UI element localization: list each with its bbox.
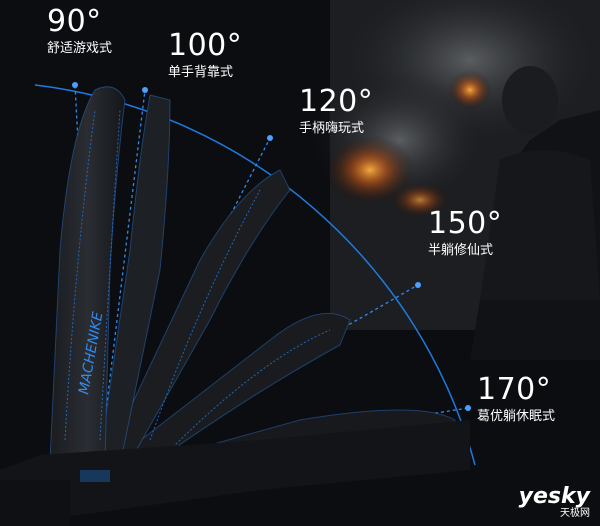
angle-mode: 半躺修仙式 [428,243,494,258]
angle-degree: 150° [428,206,503,241]
angle-label-120: 120° 手柄嗨玩式 [299,86,373,138]
watermark-subtitle: 天极网 [560,508,590,519]
watermark-logo: yesky [518,484,590,509]
angle-degree: 170° [477,372,552,407]
angle-mode: 葛优躺休眠式 [477,409,556,424]
angle-mode: 舒适游戏式 [47,41,113,56]
angle-label-90: 90° 舒适游戏式 [47,6,112,58]
angle-label-170: 170° 葛优躺休眠式 [477,374,555,426]
angle-degree: 90° [47,4,102,39]
angle-label-150: 150° 半躺修仙式 [428,208,502,260]
angle-degree: 120° [299,84,374,119]
chair-base [0,420,470,526]
background-battle-scene [310,0,600,360]
angle-degree: 100° [168,28,243,63]
angle-markers [72,82,471,411]
angle-mode: 手柄嗨玩式 [299,121,365,136]
angle-mode: 单手背靠式 [168,65,234,80]
watermark: yesky 天极网 [519,486,590,520]
angle-label-100: 100° 单手背靠式 [168,30,242,82]
